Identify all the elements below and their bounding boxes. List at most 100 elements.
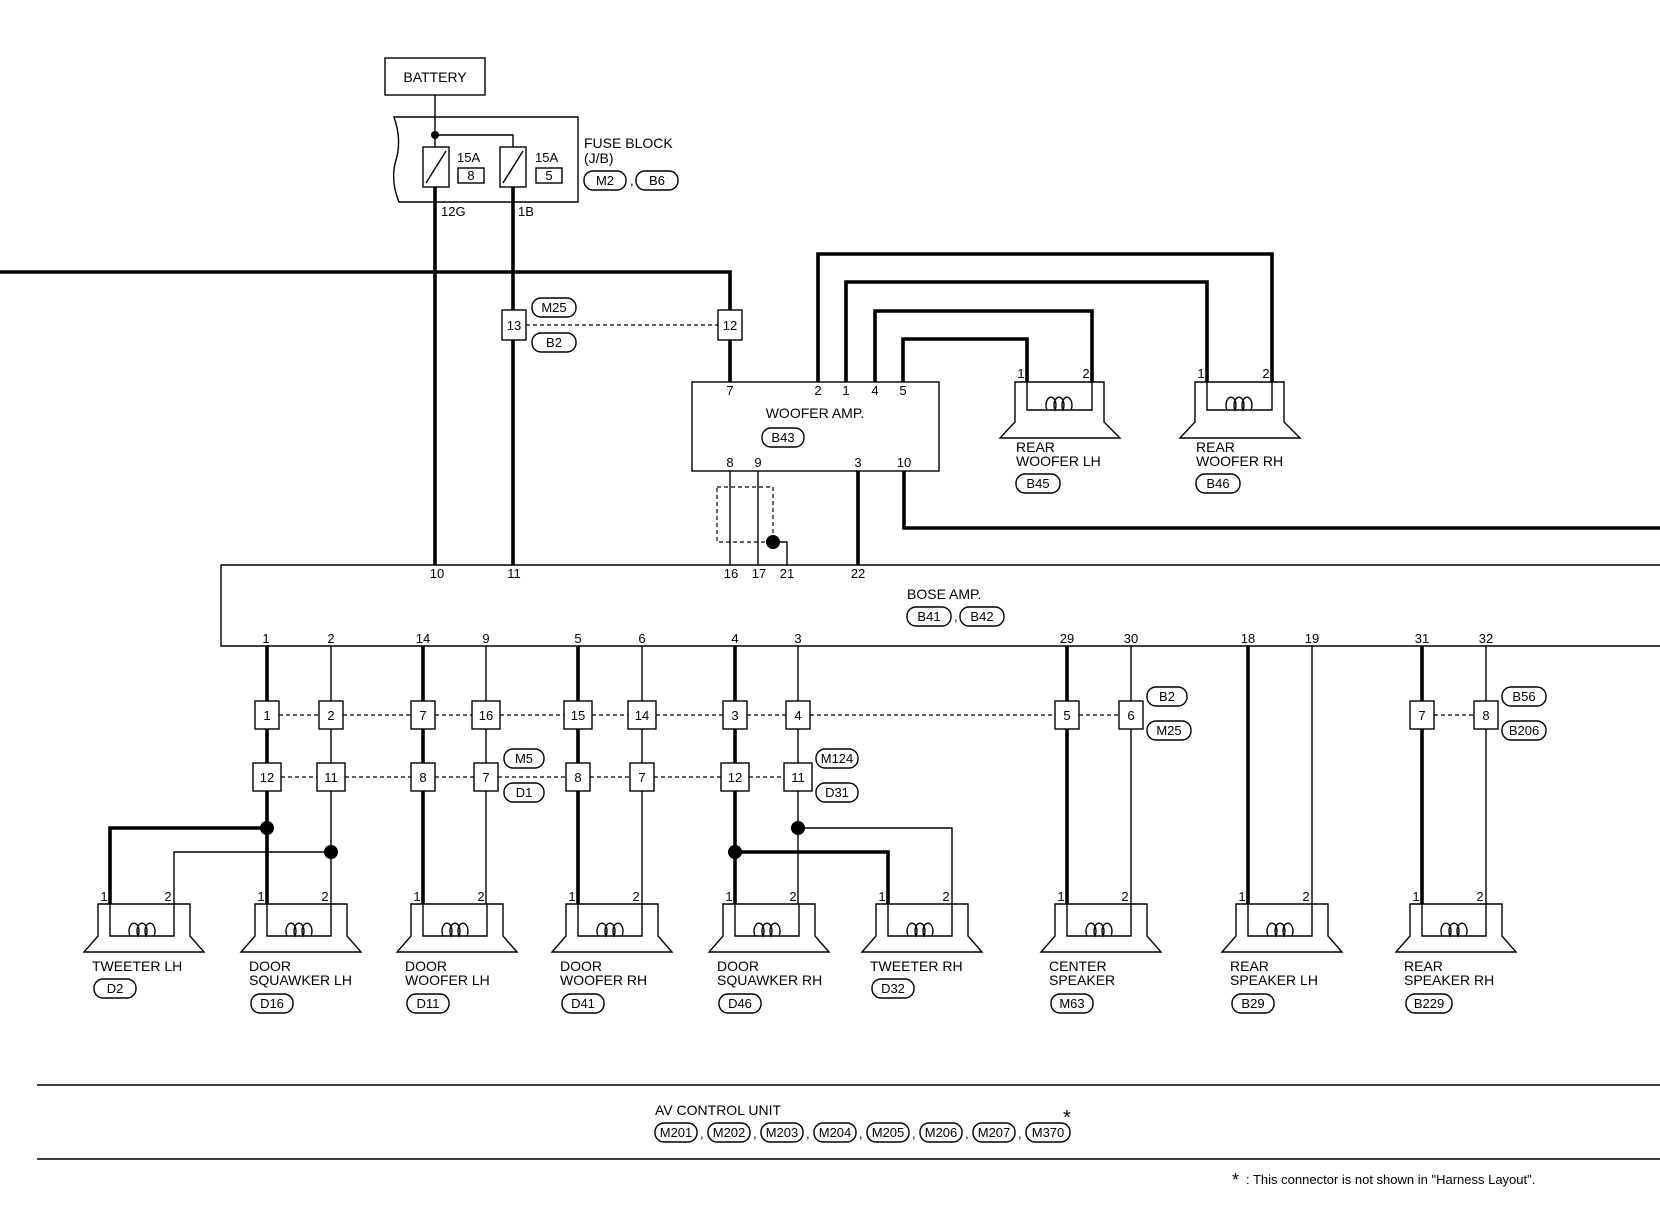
comma: , (700, 1126, 704, 1141)
row1-pin: 15 (571, 708, 585, 723)
speaker-body (1039, 903, 1163, 953)
connector-m201-label: M201 (660, 1125, 693, 1140)
speaker-pin-2: 2 (789, 889, 796, 904)
connector-b6 (635, 170, 679, 191)
connector-m203-label: M203 (766, 1125, 799, 1140)
woofer-pin-8: 8 (726, 455, 733, 470)
connector-m206 (919, 1122, 963, 1143)
speaker-body (860, 903, 984, 953)
speaker-name-line2: SQUAWKER RH (717, 972, 822, 988)
bose-bottom-pin-1: 1 (262, 631, 269, 646)
connector-d31 (815, 782, 859, 803)
speaker-name-line1: DOOR (405, 958, 447, 974)
speaker-name-line1: REAR (1404, 958, 1443, 974)
speaker-connector (561, 993, 605, 1014)
rear-woofer-lh-coil-loop (1026, 382, 1093, 411)
speaker-coil (1440, 922, 1468, 938)
connector-b43-label: B43 (771, 430, 794, 445)
connector-m207-label: M207 (978, 1125, 1011, 1140)
speaker-name-line2: SPEAKER RH (1404, 972, 1494, 988)
speaker-pin-2: 2 (1476, 889, 1483, 904)
row2-pin: 7 (482, 770, 489, 785)
shield-dashed-box (716, 486, 774, 543)
wire-woofer4-to-lh2 (873, 309, 1094, 382)
row1-pin: 6 (1127, 708, 1134, 723)
row1-pin: 5 (1063, 708, 1070, 723)
speaker-coil-loop (1421, 904, 1487, 937)
row2-pin: 7 (638, 770, 645, 785)
connector-b2-lower-label: B2 (1159, 689, 1175, 704)
speaker-pin-2: 2 (632, 889, 639, 904)
speaker-pin-1: 1 (257, 889, 264, 904)
speaker-coil (285, 922, 313, 938)
connector-b46 (1195, 473, 1241, 494)
speaker-connector-label: D16 (260, 996, 284, 1011)
rear-woofer-rh-coil-loop (1206, 382, 1273, 411)
rear-woofer-rh-line2: WOOFER RH (1196, 453, 1283, 469)
connector-b41-label: B41 (917, 609, 940, 624)
bose-bottom-pin-30: 30 (1124, 631, 1138, 646)
comma: , (912, 1126, 916, 1141)
comma: , (859, 1126, 863, 1141)
fuse-8-number-box (457, 167, 485, 184)
fuse-8-number: 8 (467, 168, 474, 183)
connector-m2 (583, 170, 627, 191)
fuse-block-subtitle: (J/B) (584, 150, 614, 166)
speaker-coil (1266, 922, 1294, 938)
connector-b56 (1501, 686, 1547, 707)
connector-b41 (906, 606, 952, 627)
speaker-connector-label: D32 (881, 981, 905, 996)
speaker-connector (718, 993, 762, 1014)
connector-b42-label: B42 (970, 609, 993, 624)
speaker-name-line2: SQUAWKER LH (249, 972, 352, 988)
woofer-amp-box (691, 381, 940, 472)
rear-woofer-lh-line2: WOOFER LH (1016, 453, 1101, 469)
speaker-connector (250, 993, 294, 1014)
wire-woofer2-to-rh2 (816, 252, 1274, 382)
speaker-name-line2: SPEAKER LH (1230, 972, 1318, 988)
row1-pin-box (410, 700, 436, 730)
wire-splice-to-tweeter-rh-2 (798, 827, 953, 904)
speaker-body (239, 903, 363, 953)
connector-m25-lower-label: M25 (1156, 723, 1181, 738)
woofer-pin-4: 4 (871, 383, 878, 398)
bose-bottom-pin-3: 3 (794, 631, 801, 646)
connector-b206 (1501, 720, 1547, 741)
wire-woofer1-to-rh1 (844, 280, 1209, 382)
row1-pin: 1 (263, 708, 270, 723)
speaker-coil (441, 922, 469, 938)
speaker-connector-label: M63 (1059, 996, 1084, 1011)
woofer-pin-10: 10 (897, 455, 911, 470)
connector-m202-label: M202 (713, 1125, 746, 1140)
fuse-block-outline (392, 116, 579, 203)
bose-bottom-pin-19: 19 (1305, 631, 1319, 646)
rear-woofer-rh-coil (1225, 396, 1253, 412)
rear-woofer-lh-line1: REAR (1016, 439, 1055, 455)
row1-pin-box (1118, 700, 1144, 730)
bose-bottom-pin-32: 32 (1479, 631, 1493, 646)
row1-pin-box (563, 700, 593, 730)
fuse-5-rating: 15A (535, 150, 558, 165)
speaker-pin-1: 1 (1412, 889, 1419, 904)
woofer-pin-1: 1 (842, 383, 849, 398)
row1-pin-box (471, 700, 501, 730)
connector-m25-upper-label: M25 (541, 300, 566, 315)
connector-m124-label: M124 (821, 751, 854, 766)
row1-pin: 7 (419, 708, 426, 723)
speaker-connector-label: B29 (1241, 996, 1264, 1011)
harness-row1: 1 2 7 16 15 14 3 4 5 6 7 8 (254, 700, 1499, 730)
speaker-pin-1: 1 (1238, 889, 1245, 904)
speaker-coil (1085, 922, 1113, 938)
connector-m201 (654, 1122, 698, 1143)
row1-pin: 2 (327, 708, 334, 723)
speaker-coil-loop (109, 904, 175, 937)
connector-m5 (503, 748, 545, 769)
fuse-5-number-box (535, 167, 563, 184)
speaker-coil (753, 922, 781, 938)
connector-m2-label: M2 (596, 173, 614, 188)
row1-pin: 16 (479, 708, 493, 723)
speaker-connector-label: B229 (1414, 996, 1444, 1011)
